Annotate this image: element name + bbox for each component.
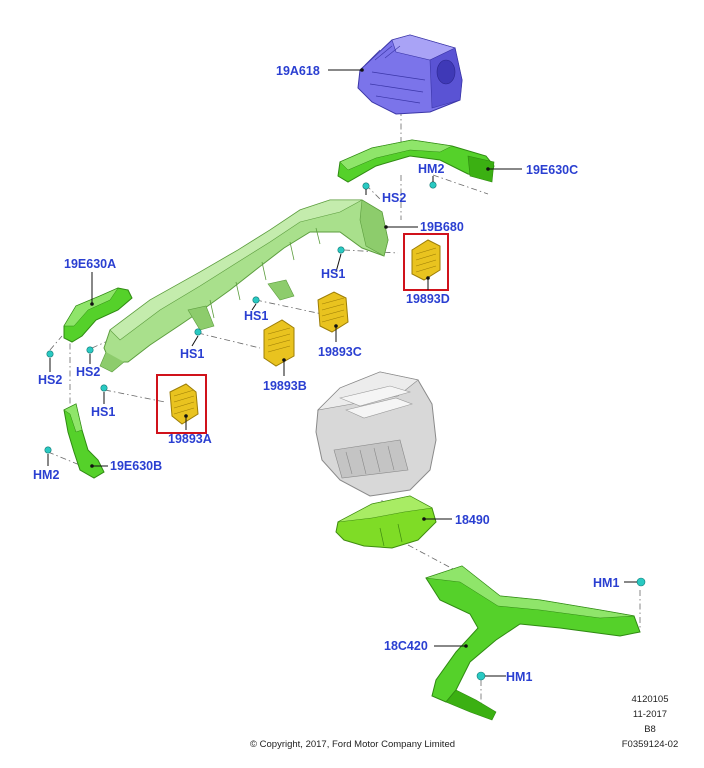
highlight-box-19893D: [403, 233, 449, 291]
label-19893A: 19893A: [168, 432, 212, 446]
footer-metadata: © Copyright, 2017, Ford Motor Company Li…: [250, 694, 678, 750]
vent-outlet-19893C: [317, 291, 349, 333]
label-hm1-bottom: HM1: [506, 670, 532, 684]
duct-19E630B: [63, 403, 105, 479]
screw-hs1-mid: [252, 296, 260, 304]
screw-hs1-lower: [100, 384, 108, 392]
screw-hm1-right: [636, 577, 646, 587]
label-hs2-a: HS2: [38, 373, 62, 387]
hvac-case: [315, 371, 437, 497]
copyright-notice: © Copyright, 2017, Ford Motor Company Li…: [250, 739, 455, 750]
label-hm2-bottom: HM2: [33, 468, 59, 482]
vent-outlet-19893D: [411, 239, 441, 281]
screw-hm1-bottom: [476, 671, 486, 681]
duct-18C420: [425, 565, 641, 721]
callout-labels: 19A618 19E630C HM2 HS2 19B680 HS1 19893D…: [33, 64, 619, 684]
leader-lines: [47, 68, 637, 677]
screw-hs2-b: [86, 346, 94, 354]
figure-number: F0359124-02: [622, 739, 679, 750]
label-hm1-right: HM1: [593, 576, 619, 590]
label-hs2-b: HS2: [76, 365, 100, 379]
duct-19E630A: [63, 287, 133, 343]
label-19E630C: 19E630C: [526, 163, 578, 177]
screw-hm2-bottom: [44, 446, 52, 454]
illustration-code: 4120105: [632, 694, 669, 705]
label-19B680: 19B680: [420, 220, 464, 234]
label-hm2-top: HM2: [418, 162, 444, 176]
highlight-box-19893A: [156, 374, 207, 434]
vent-outlet-19893A: [169, 383, 199, 425]
screw-hs2-a: [46, 350, 54, 358]
blower-housing-19A618: [357, 34, 463, 115]
label-18490: 18490: [455, 513, 490, 527]
vent-outlet-19893B: [263, 319, 295, 367]
illustration-revision: B8: [644, 724, 656, 735]
label-hs1-left: HS1: [180, 347, 204, 361]
illustration-date: 11-2017: [633, 709, 667, 720]
label-19893B: 19893B: [263, 379, 307, 393]
screw-hs2-top: [362, 182, 370, 195]
label-hs1-mid: HS1: [244, 309, 268, 323]
screw-hm2-top: [429, 176, 437, 189]
label-19E630B: 19E630B: [110, 459, 162, 473]
duct-19E630C: [337, 139, 495, 183]
label-18C420: 18C420: [384, 639, 428, 653]
label-19A618: 19A618: [276, 64, 320, 78]
label-19893D: 19893D: [406, 292, 450, 306]
screw-hs1-right: [337, 246, 345, 254]
label-19893C: 19893C: [318, 345, 362, 359]
label-19E630A: 19E630A: [64, 257, 116, 271]
label-hs1-lower: HS1: [91, 405, 115, 419]
duct-18490: [335, 495, 437, 549]
duct-19B680: [99, 199, 389, 373]
label-hs1-right: HS1: [321, 267, 345, 281]
label-hs2-top: HS2: [382, 191, 406, 205]
screw-hs1-left: [194, 328, 202, 336]
